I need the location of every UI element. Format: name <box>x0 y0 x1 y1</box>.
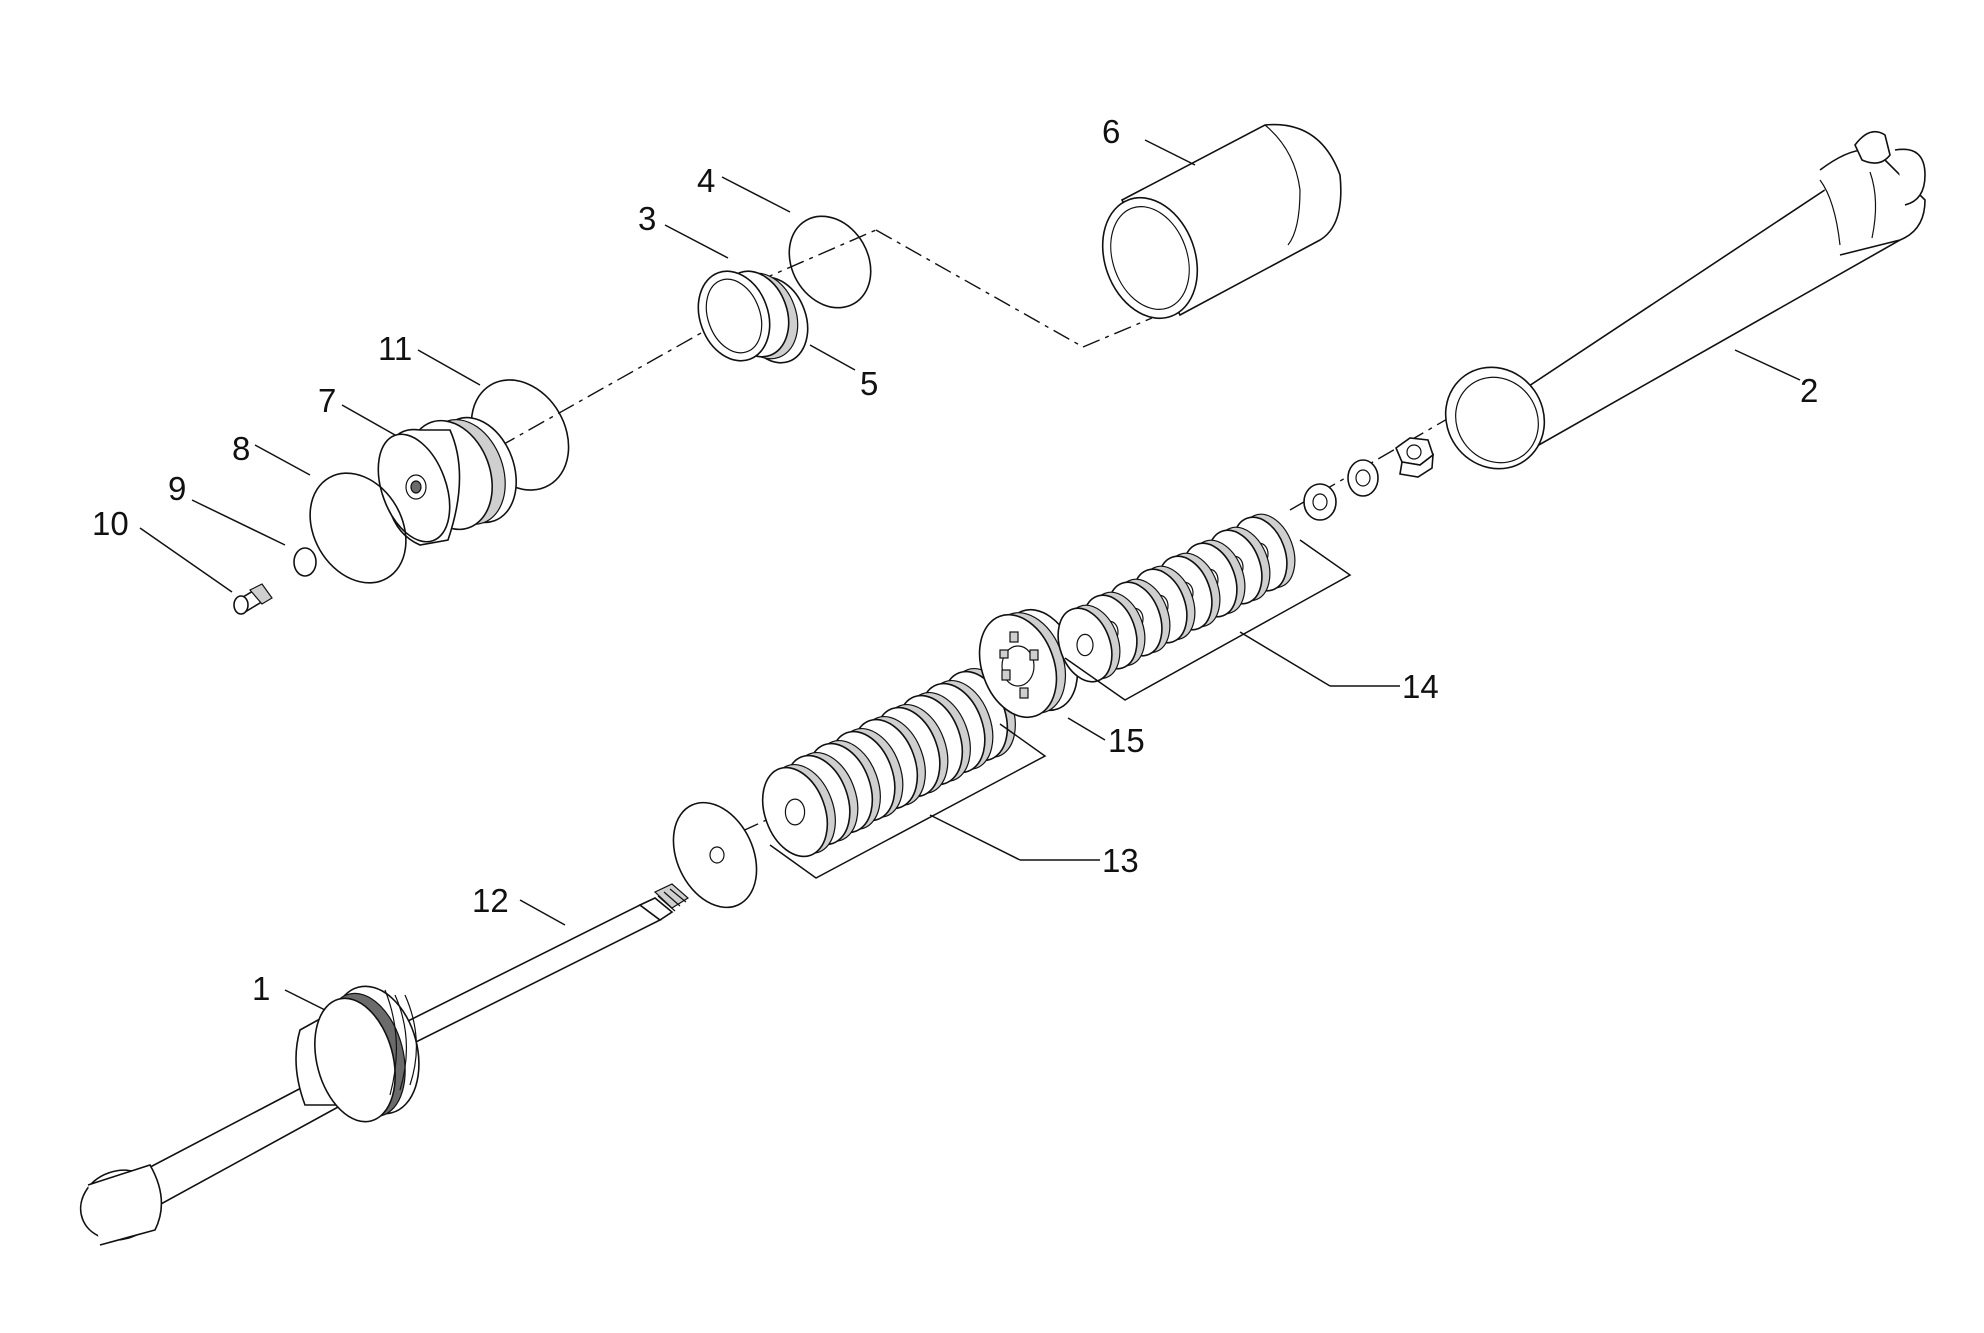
callout-1: 1 <box>252 970 270 1007</box>
callout-4: 4 <box>697 162 715 199</box>
part-fitting <box>233 583 273 615</box>
callout-7: 7 <box>318 382 336 419</box>
part-bushing <box>697 270 809 364</box>
callout-9: 9 <box>168 470 186 507</box>
callout-14: 14 <box>1402 668 1439 705</box>
part-sleeve <box>1101 123 1342 320</box>
part-spring-stack-14 <box>1057 513 1296 683</box>
callout-6: 6 <box>1102 113 1120 150</box>
spring-disc-hole <box>784 798 806 826</box>
callout-8: 8 <box>232 430 250 467</box>
callout-5: 5 <box>860 365 878 402</box>
part-washers-nut <box>1303 437 1434 521</box>
part-o-ring-8 <box>309 472 407 584</box>
part-spring-stack-13 <box>761 667 1016 858</box>
callout-15: 15 <box>1108 722 1145 759</box>
part-rod <box>388 883 690 1046</box>
part-washer-large <box>672 801 758 909</box>
spring-disc <box>761 766 829 858</box>
callout-2: 2 <box>1800 372 1818 409</box>
callout-12: 12 <box>472 882 509 919</box>
callouts: 1 2 3 4 5 6 7 8 9 10 11 12 13 14 15 <box>92 113 1818 1007</box>
part-cylinder-tube <box>1444 130 1926 470</box>
spring-brackets <box>769 539 1352 879</box>
part-rod-end-gland <box>79 985 420 1246</box>
callout-10: 10 <box>92 505 129 542</box>
spring-disc-hole <box>1076 633 1094 657</box>
part-o-ring-4 <box>788 215 872 309</box>
part-piston-head <box>377 416 518 546</box>
callout-11: 11 <box>378 330 412 367</box>
leader-lines <box>139 139 1801 1011</box>
callout-13: 13 <box>1102 842 1139 879</box>
callout-3: 3 <box>638 200 656 237</box>
part-seal-9 <box>293 547 317 577</box>
